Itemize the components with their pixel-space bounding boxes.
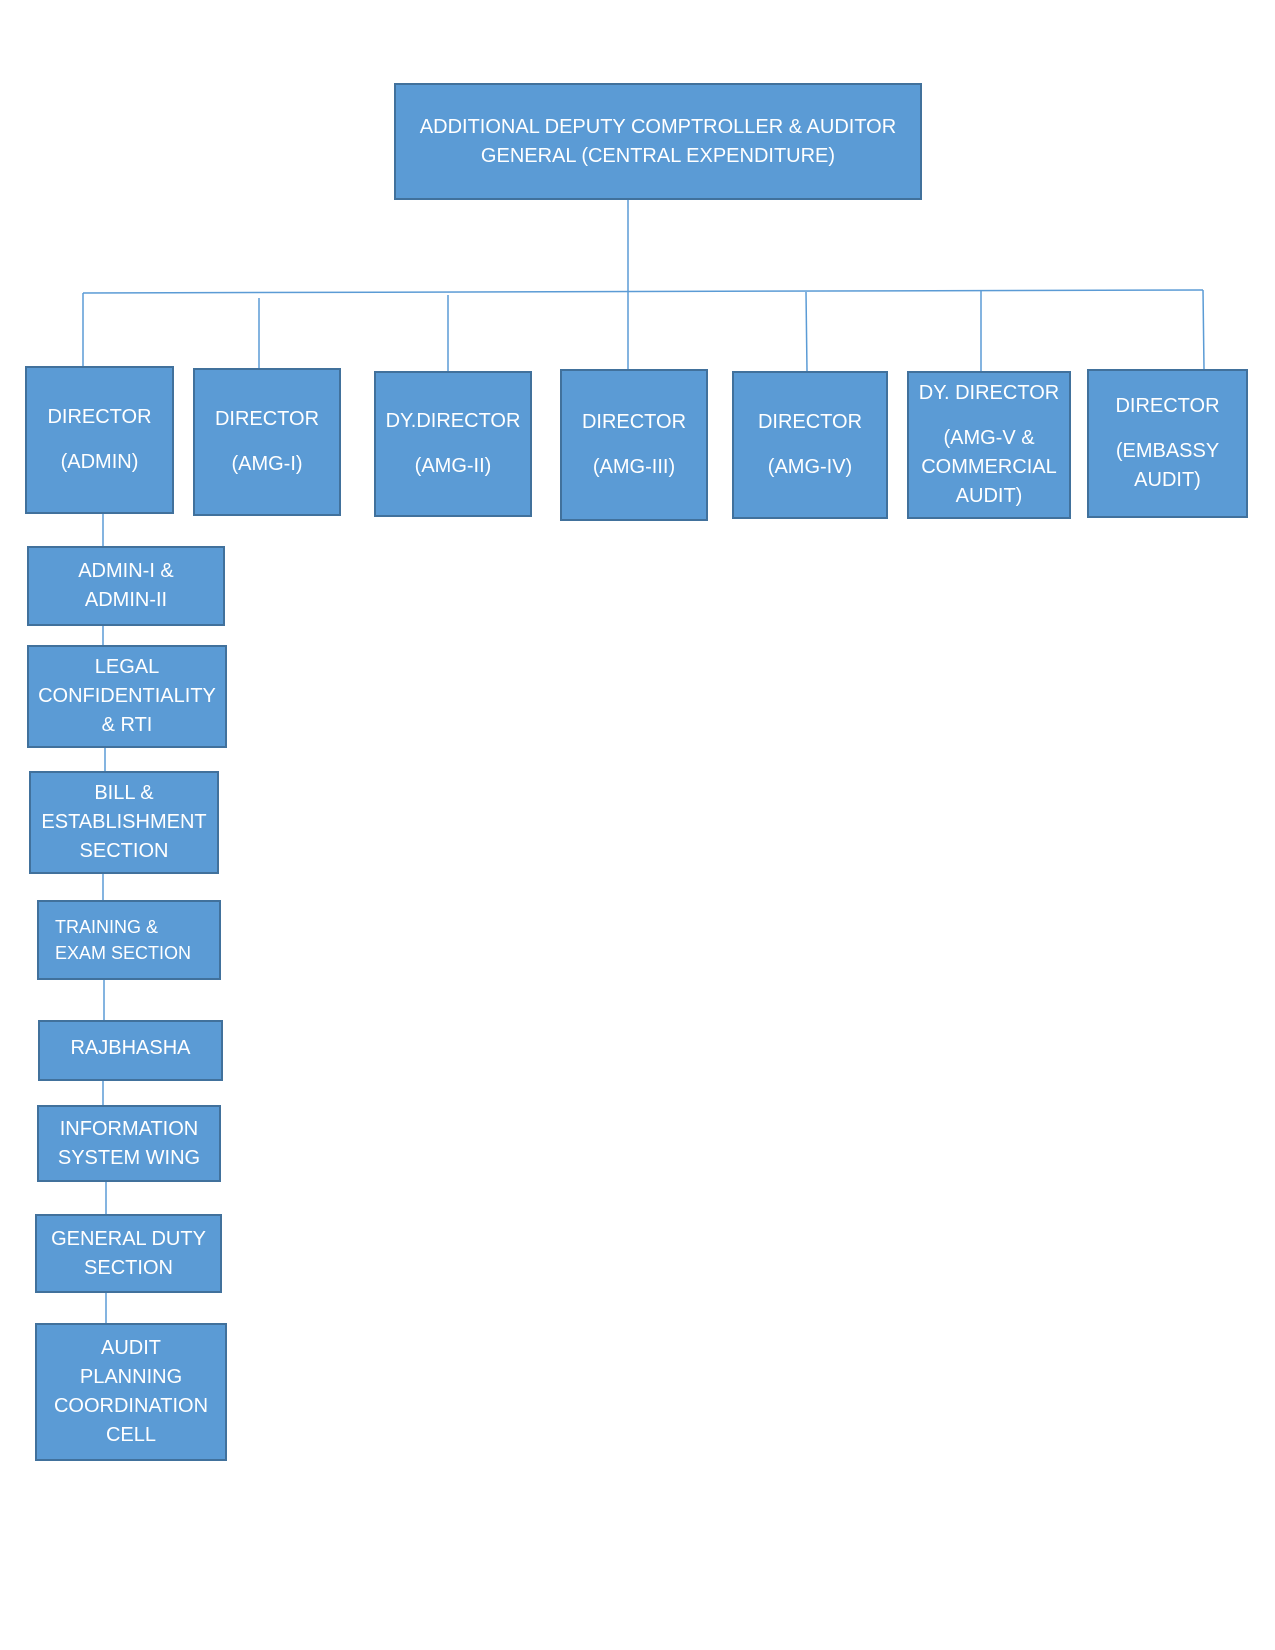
- node-label: (AMG-I): [231, 453, 303, 475]
- node-label: GENERAL DUTY: [51, 1227, 206, 1250]
- node-title: DIRECTOR: [1115, 395, 1220, 417]
- node-label: CONFIDENTIALITY: [38, 685, 216, 707]
- node-rajbhasha: RAJBHASHA: [38, 1020, 223, 1081]
- node-director-amg-4: DIRECTOR (AMG-IV): [732, 371, 888, 519]
- connector-drop-amg4: [805, 291, 808, 372]
- node-dy-director-amg-2: DY.DIRECTOR (AMG-II): [374, 371, 532, 517]
- node-admin-1-2: ADMIN-I & ADMIN-II: [27, 546, 225, 626]
- node-label: GENERAL (CENTRAL EXPENDITURE): [480, 144, 836, 167]
- connector-bus: [82, 289, 1204, 294]
- node-label: (AMG-V &: [943, 427, 1035, 449]
- connector-drop-embassy: [1202, 289, 1205, 370]
- node-label: SECTION: [79, 840, 169, 862]
- node-title: DIRECTOR: [581, 411, 687, 433]
- node-title: DIRECTOR: [757, 411, 863, 433]
- node-director-amg-3: DIRECTOR (AMG-III): [560, 369, 708, 521]
- node-label: COMMERCIAL: [921, 456, 1057, 478]
- node-label: (ADMIN): [60, 451, 139, 473]
- node-label: & RTI: [101, 714, 153, 736]
- node-director-admin: DIRECTOR (ADMIN): [25, 366, 174, 514]
- node-label: INFORMATION: [59, 1117, 199, 1140]
- node-general-duty-section: GENERAL DUTY SECTION: [35, 1214, 222, 1293]
- node-label: ADMIN-I &: [78, 560, 174, 582]
- node-label: PLANNING: [79, 1366, 183, 1388]
- node-label: RAJBHASHA: [70, 1037, 191, 1059]
- node-training-exam: TRAINING & EXAM SECTION: [37, 900, 221, 980]
- node-label: SECTION: [84, 1256, 173, 1279]
- node-label: COORDINATION: [53, 1395, 209, 1417]
- node-title: DIRECTOR: [214, 408, 320, 430]
- node-information-system-wing: INFORMATION SYSTEM WING: [37, 1105, 221, 1182]
- node-label: ESTABLISHMENT: [41, 811, 207, 833]
- node-legal-confidentiality-rti: LEGAL CONFIDENTIALITY & RTI: [27, 645, 227, 748]
- node-director-embassy-audit: DIRECTOR (EMBASSY AUDIT): [1087, 369, 1248, 518]
- node-label: AUDIT: [101, 1337, 161, 1359]
- node-label: ADDITIONAL DEPUTY COMPTROLLER & AUDITOR: [419, 115, 897, 138]
- node-label: (AMG-IV): [767, 456, 853, 478]
- node-label: EXAM SECTION: [55, 943, 192, 963]
- node-label: AUDIT): [955, 485, 1023, 507]
- node-label: (EMBASSY: [1115, 440, 1220, 462]
- node-dy-director-amg-5: DY. DIRECTOR (AMG-V & COMMERCIAL AUDIT): [907, 371, 1071, 519]
- node-bill-establishment: BILL & ESTABLISHMENT SECTION: [29, 771, 219, 874]
- node-label: SYSTEM WING: [57, 1146, 201, 1169]
- node-title: DY.DIRECTOR: [385, 410, 521, 432]
- node-label: BILL &: [94, 782, 154, 804]
- node-label: ADMIN-II: [84, 589, 168, 611]
- node-label: LEGAL: [94, 656, 160, 678]
- node-director-amg-1: DIRECTOR (AMG-I): [193, 368, 341, 516]
- node-title: DIRECTOR: [47, 406, 152, 428]
- node-additional-deputy-cag: ADDITIONAL DEPUTY COMPTROLLER & AUDITOR …: [394, 83, 922, 200]
- node-label: (AMG-II): [414, 455, 492, 477]
- node-label: (AMG-III): [592, 456, 676, 478]
- node-title: DY. DIRECTOR: [918, 382, 1060, 404]
- node-label: CELL: [105, 1424, 157, 1446]
- node-label: TRAINING &: [55, 917, 159, 937]
- node-label: AUDIT): [1134, 469, 1201, 491]
- node-audit-planning-coordination-cell: AUDIT PLANNING COORDINATION CELL: [35, 1323, 227, 1461]
